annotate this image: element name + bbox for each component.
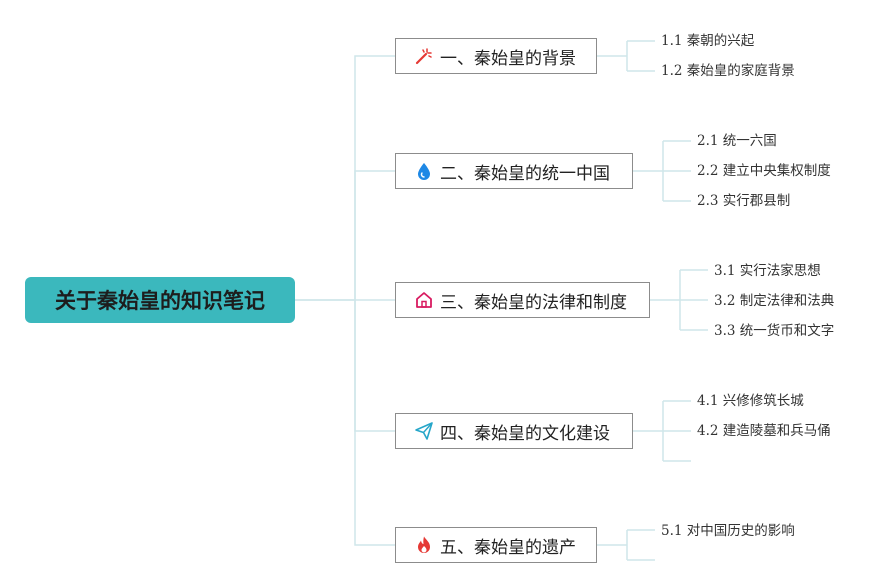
- branch-topic-3-label: 三、秦始皇的法律和制度: [440, 292, 627, 313]
- water-drop-icon: [414, 161, 434, 181]
- branch-topic-5[interactable]: 五、秦始皇的遗产: [395, 527, 597, 563]
- connector-branch-3-leaves: [650, 269, 708, 331]
- leaf-topic-4-2[interactable]: 4.2 建造陵墓和兵马俑: [697, 423, 831, 439]
- branch-topic-1-label: 一、秦始皇的背景: [440, 48, 576, 69]
- leaf-topic-2-2[interactable]: 2.2 建立中央集权制度: [697, 163, 831, 179]
- branch-topic-4-label: 四、秦始皇的文化建设: [440, 423, 610, 444]
- paper-plane-icon: [414, 421, 434, 441]
- magic-wand-icon: [414, 46, 434, 66]
- branch-topic-1[interactable]: 一、秦始皇的背景: [395, 38, 597, 74]
- root-topic-label: 关于秦始皇的知识笔记: [55, 289, 265, 313]
- flame-icon: [414, 535, 434, 555]
- connector-root-branch-5: [354, 300, 395, 546]
- branch-topic-3[interactable]: 三、秦始皇的法律和制度: [395, 282, 650, 318]
- root-topic[interactable]: 关于秦始皇的知识笔记: [25, 277, 295, 323]
- leaf-topic-1-1[interactable]: 1.1 秦朝的兴起: [661, 33, 755, 49]
- leaf-topic-2-1[interactable]: 2.1 统一六国: [697, 133, 777, 149]
- leaf-topic-3-1[interactable]: 3.1 实行法家思想: [714, 263, 821, 279]
- leaf-topic-1-2[interactable]: 1.2 秦始皇的家庭背景: [661, 63, 795, 79]
- leaf-topic-3-2[interactable]: 3.2 制定法律和法典: [714, 293, 835, 309]
- branch-topic-4[interactable]: 四、秦始皇的文化建设: [395, 413, 633, 449]
- leaf-topic-2-3[interactable]: 2.3 实行郡县制: [697, 193, 791, 209]
- home-icon: [414, 290, 434, 310]
- connector-branch-5-leaves: [597, 529, 655, 561]
- branch-topic-2[interactable]: 二、秦始皇的统一中国: [395, 153, 633, 189]
- connector-root-branch-4: [354, 300, 395, 432]
- leaf-topic-4-1[interactable]: 4.1 兴修修筑长城: [697, 393, 804, 409]
- leaf-topic-5-1[interactable]: 5.1 对中国历史的影响: [661, 523, 795, 539]
- connector-root-branch-2: [354, 170, 395, 300]
- connector-branch-1-leaves: [597, 40, 655, 72]
- connector-root-branch-1: [295, 55, 395, 301]
- branch-topic-2-label: 二、秦始皇的统一中国: [440, 163, 610, 184]
- connector-branch-4-leaves: [633, 400, 691, 462]
- connector-branch-2-leaves: [633, 140, 691, 202]
- branch-topic-5-label: 五、秦始皇的遗产: [440, 537, 576, 558]
- leaf-topic-3-3[interactable]: 3.3 统一货币和文字: [714, 323, 835, 339]
